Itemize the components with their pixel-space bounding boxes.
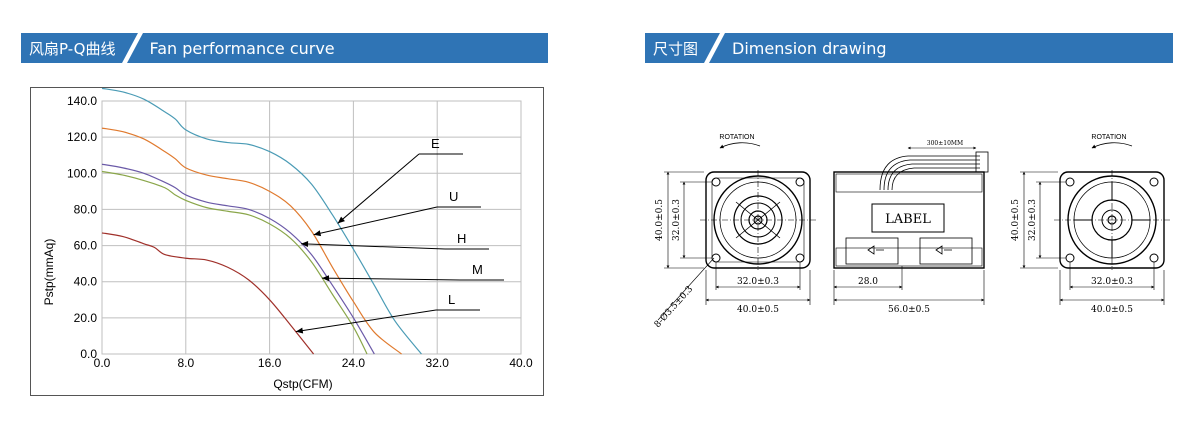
leader-line-U <box>313 206 438 236</box>
leader-line-M <box>321 277 461 281</box>
front-view: ROTATION <box>657 134 818 321</box>
y-tick-label: 140.0 <box>67 94 97 108</box>
x-axis-title: Qstp(CFM) <box>273 377 332 391</box>
rear-view: ROTATION <box>1020 134 1172 305</box>
dimension-header-en: Dimension drawing <box>732 38 887 58</box>
pq-chart: 0.0 8.0 16.0 24.0 32.0 40.0 0.0 20.0 40.0 60.0 80.… <box>30 87 544 396</box>
y-tick-label: 20.0 <box>74 311 98 325</box>
pq-chart-svg: 0.0 8.0 16.0 24.0 32.0 40.0 0.0 20.0 40.0 60.0 80.… <box>42 88 533 391</box>
y-tick-label: 120.0 <box>67 130 97 144</box>
y-tick-label: 100.0 <box>67 166 97 180</box>
y-tick-label: 80.0 <box>74 202 98 216</box>
series-line-H <box>101 163 375 355</box>
dimension-header: 尺寸图 Dimension drawing <box>645 33 1173 63</box>
x-tick-label: 8.0 <box>177 356 194 370</box>
y-tick-label: 60.0 <box>74 239 98 253</box>
series-line-L <box>101 232 315 355</box>
fan-curve-header: 风扇P-Q曲线 Fan performance curve <box>21 33 548 63</box>
rotation-label-front: ROTATION <box>719 134 754 141</box>
plot-area-border <box>101 100 522 355</box>
y-axis-title: Pstp(mmAq) <box>42 239 56 306</box>
label-plate-text: LABEL <box>885 212 931 227</box>
leader-arrowhead-M <box>321 275 330 282</box>
series-label-M: M <box>472 262 483 277</box>
y-tick-label: 0.0 <box>80 347 97 361</box>
dim-28: 28.0 <box>858 277 878 287</box>
series-line-M <box>101 170 368 355</box>
dim-40-horizontal-front: 40.0±0.5 <box>737 305 779 315</box>
dim-40-horizontal-rear: 40.0±0.5 <box>1091 305 1133 315</box>
series-label-E: E <box>431 136 440 151</box>
side-view <box>833 146 989 305</box>
dimension-drawing: ROTATION 40.0±0.5 32.0±0.3 32.0±0.3 40.0… <box>652 134 1172 330</box>
x-tick-label: 24.0 <box>342 356 366 370</box>
series-label-U: U <box>449 189 458 204</box>
leader-arrowhead-E <box>337 216 345 224</box>
hole-dimension: 8-Ø3.5±0.3 <box>652 284 695 330</box>
header-slash-divider <box>708 33 722 63</box>
x-tick-label: 0.0 <box>94 356 111 370</box>
rotation-label-rear: ROTATION <box>1091 134 1126 141</box>
series-label-H: H <box>457 231 466 246</box>
series-label-L: L <box>448 292 455 307</box>
fan-curve-header-zh: 风扇P-Q曲线 <box>29 39 116 58</box>
header-slash-divider <box>126 33 140 63</box>
dim-32-vertical-front: 32.0±0.3 <box>672 199 682 241</box>
dimension-header-zh: 尺寸图 <box>653 39 699 58</box>
dim-40-vertical-rear: 40.0±0.5 <box>1011 199 1021 241</box>
series-line-E <box>101 88 422 355</box>
fan-curve-header-en: Fan performance curve <box>149 38 335 58</box>
dim-300-cable: 300±10MM <box>927 140 963 147</box>
x-tick-label: 16.0 <box>258 356 282 370</box>
leader-line-E <box>337 153 420 224</box>
leader-arrowhead-H <box>301 241 309 248</box>
leader-arrowhead-L <box>295 327 304 334</box>
leader-line-L <box>295 309 437 333</box>
dim-32-horizontal-front: 32.0±0.3 <box>737 277 779 287</box>
y-tick-label: 40.0 <box>74 275 98 289</box>
dim-32-horizontal-rear: 32.0±0.3 <box>1091 277 1133 287</box>
dim-56: 56.0±0.5 <box>888 305 930 315</box>
x-tick-label: 40.0 <box>509 356 533 370</box>
leader-arrowhead-U <box>313 230 322 237</box>
dim-40-vertical-front: 40.0±0.5 <box>655 199 665 241</box>
series-line-U <box>101 127 402 355</box>
x-tick-label: 32.0 <box>426 356 450 370</box>
dim-32-vertical-rear: 32.0±0.3 <box>1028 199 1038 241</box>
leader-line-H <box>301 243 446 250</box>
